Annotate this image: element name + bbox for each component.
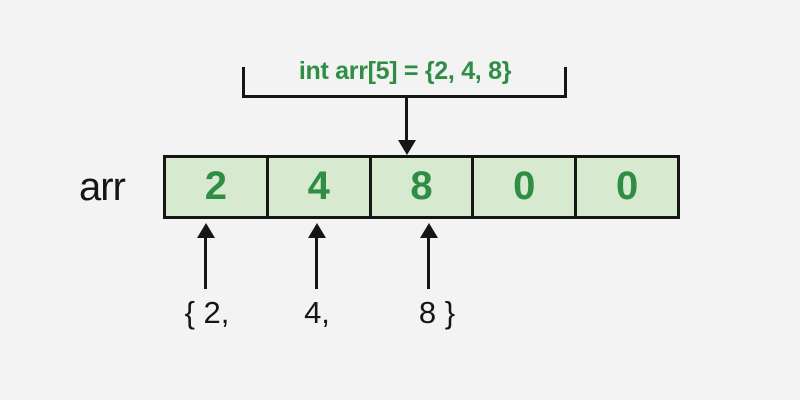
declaration-bracket <box>242 67 567 98</box>
down-arrowhead-icon <box>398 140 416 155</box>
array-cell: 0 <box>474 158 578 216</box>
array-cell: 8 <box>371 158 475 216</box>
up-arrow-line <box>315 236 318 289</box>
array-cell: 4 <box>268 158 372 216</box>
array-cell-value: 4 <box>307 164 330 208</box>
array-cell-value: 8 <box>410 164 433 208</box>
array-cell-value: 0 <box>615 164 639 208</box>
initializer-part-label: { 2, <box>184 295 230 330</box>
array-cell: 0 <box>577 158 677 216</box>
array-cell: 2 <box>166 158 269 216</box>
array-name-label: arr <box>79 165 126 209</box>
down-arrow-line <box>405 98 408 142</box>
declaration-code-label: int arr[5] = {2, 4, 8} <box>298 57 512 85</box>
up-arrowhead-icon <box>197 223 215 238</box>
up-arrowhead-icon <box>420 223 438 238</box>
initializer-part-label: 4, <box>304 295 330 330</box>
array-cell-value: 2 <box>204 164 228 208</box>
up-arrow-line <box>204 236 207 289</box>
array-cell-value: 0 <box>513 164 536 208</box>
array-box: 2 4 8 0 0 <box>163 155 680 219</box>
up-arrowhead-icon <box>308 223 326 238</box>
initializer-part-label: 8 } <box>418 295 456 330</box>
up-arrow-line <box>427 236 430 289</box>
